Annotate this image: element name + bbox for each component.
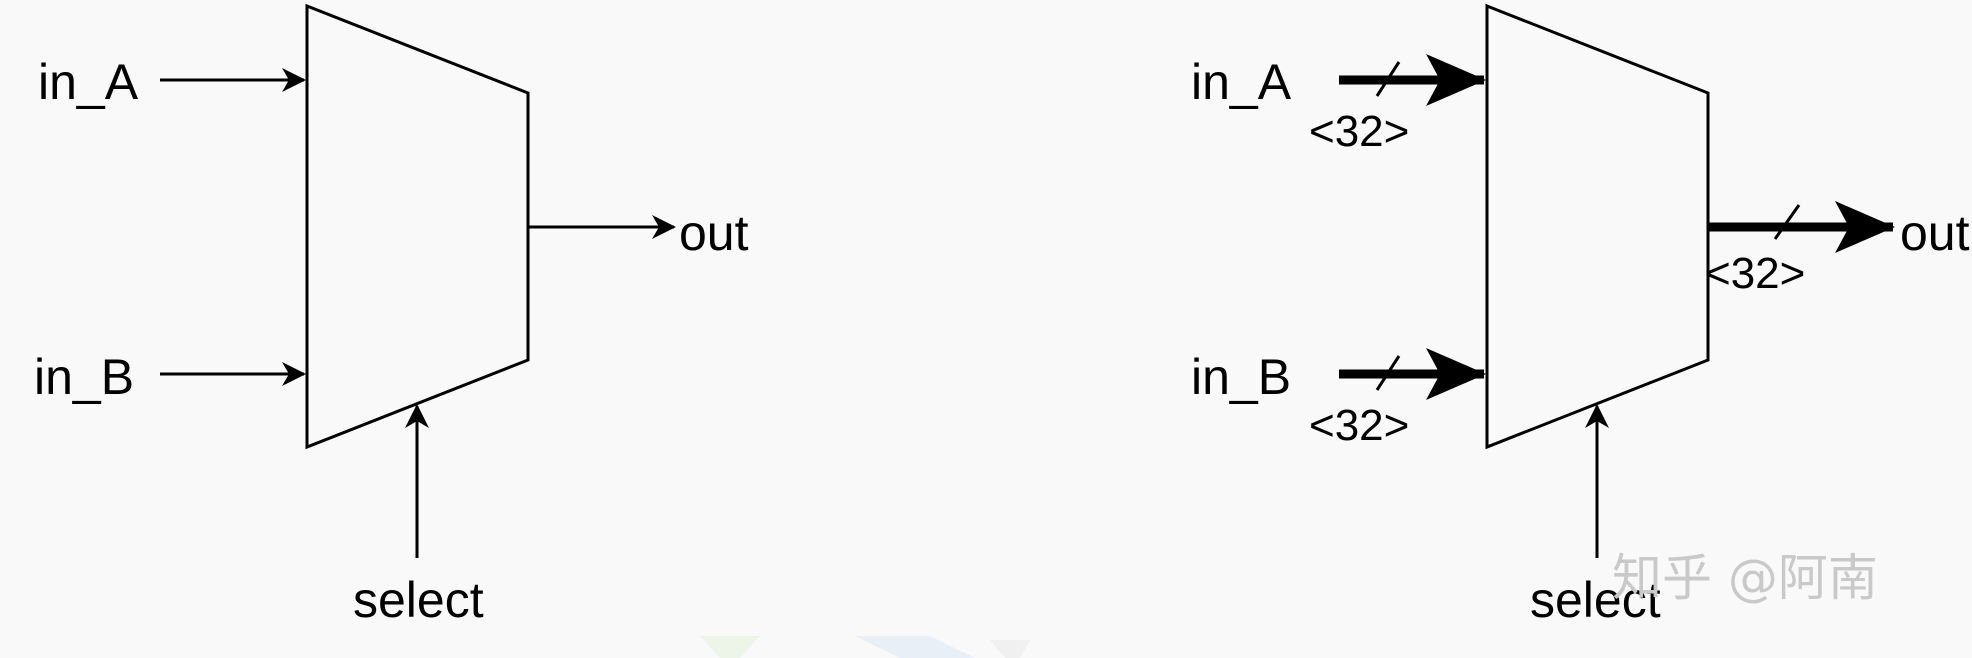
out-bus-slash — [1773, 204, 1801, 240]
in-a-width-label: <32> — [1309, 107, 1409, 156]
background-decoration — [700, 636, 1030, 658]
out-label: out — [679, 205, 749, 261]
in-b-bus-slash — [1375, 355, 1401, 391]
in-b-label: in_B — [34, 349, 134, 405]
in-a-label: in_A — [1191, 54, 1292, 110]
in-b-width-label: <32> — [1309, 401, 1409, 450]
mux-32bit: in_A <32> in_B <32> select out <32> — [1191, 3, 1970, 628]
in-a-bus-slash — [1375, 61, 1401, 97]
select-label: select — [1530, 572, 1661, 628]
mux-simple: in_A in_B select out — [34, 3, 749, 628]
in-b-label: in_B — [1191, 349, 1291, 405]
select-label: select — [353, 572, 484, 628]
out-label: out — [1900, 205, 1970, 261]
in-a-label: in_A — [38, 54, 139, 110]
mux-body — [1485, 3, 1710, 450]
mux-body — [305, 3, 530, 450]
watermark: 知乎 @阿南 — [1612, 549, 1878, 607]
out-width-label: <32> — [1705, 249, 1805, 298]
